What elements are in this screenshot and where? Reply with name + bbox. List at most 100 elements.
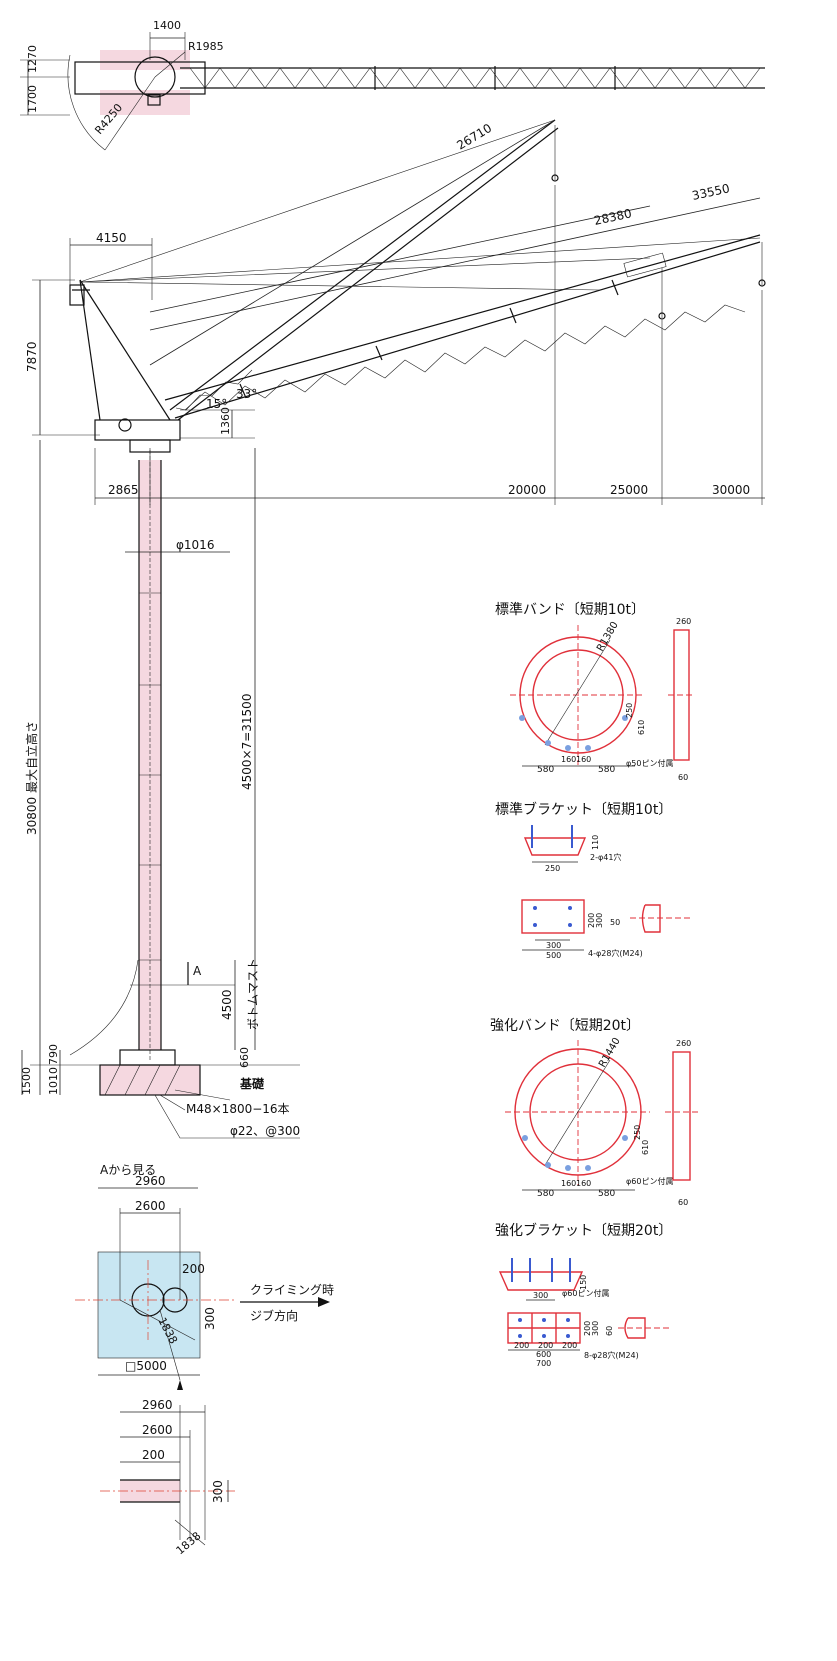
std-bracket-title: 標準ブラケット〔短期10t〕	[495, 801, 672, 818]
std-band-580b: 580	[598, 765, 615, 775]
rein-bracket-60: 60	[605, 1326, 614, 1336]
mast-fill	[139, 460, 161, 1050]
dim-28380: 28380	[593, 206, 633, 228]
dim-4150: 4150	[96, 231, 127, 245]
dim-1270: 1270	[26, 45, 39, 73]
dim-1700: 1700	[26, 85, 39, 113]
view-b-dim-1838: 1838	[174, 1529, 204, 1557]
rein-bracket-200h: 200	[583, 1321, 592, 1336]
rein-band-60: 60	[678, 1198, 688, 1207]
dim-1500: 1500	[20, 1067, 33, 1095]
label-rebar: φ22、@300	[230, 1124, 300, 1138]
label-jib-direction: ジブ方向	[250, 1308, 298, 1323]
std-band-260: 260	[676, 617, 691, 626]
rein-bracket-600: 600	[536, 1350, 551, 1359]
std-bracket-110: 110	[591, 835, 600, 850]
dim-790: 790	[47, 1044, 60, 1065]
rein-band-250: 250	[633, 1125, 642, 1140]
rein-bracket-200b: 200	[538, 1341, 553, 1350]
view-b-dim-2600: 2600	[142, 1423, 173, 1437]
dim-25000: 25000	[610, 483, 648, 497]
jib-direction-arrow-icon	[318, 1297, 330, 1307]
dim-phi1016: φ1016	[176, 538, 214, 552]
view-a: Aから見る 2960 2600 200 300 1838 □5000 クライミン…	[75, 1163, 334, 1390]
view-a-dim-2600: 2600	[135, 1199, 166, 1213]
dim-7870: 7870	[25, 341, 39, 372]
dim-20000: 20000	[508, 483, 546, 497]
std-band-610: 610	[637, 720, 646, 735]
dim-height-total: 30800 最大自立高さ	[24, 721, 39, 835]
crane-elevation: 26710 33550 28380 15° 33° 4150 7870 1360…	[20, 119, 766, 1139]
angle-15: 15°	[206, 397, 227, 411]
dim-1360: 1360	[219, 407, 232, 435]
turntable	[94, 419, 181, 441]
dim-r1985: R1985	[188, 40, 224, 53]
view-b-dim-300: 300	[211, 1480, 225, 1503]
dim-1010: 1010	[47, 1067, 60, 1095]
reinforced-band-detail: 強化バンド〔短期20t〕 R1440 580 160 160 580 250 6…	[490, 1018, 698, 1207]
rein-bracket-300h: 300	[591, 1321, 600, 1336]
std-band-160a: 160	[561, 755, 576, 764]
std-band-580a: 580	[537, 765, 554, 775]
dim-660: 660	[238, 1047, 251, 1068]
std-bracket-300h: 300	[595, 913, 604, 928]
section-a-mark: A	[193, 964, 202, 978]
std-bracket-300w: 300	[546, 941, 561, 950]
label-foundation: 基礎	[239, 1076, 265, 1091]
dim-4500: 4500	[220, 989, 234, 1020]
view-a-dim-5000: □5000	[125, 1359, 167, 1373]
std-band-160b: 160	[576, 755, 591, 764]
reinforced-bracket-detail: 強化ブラケット〔短期20t〕 300 150 φ60ピン付属 200 200 2…	[495, 1222, 672, 1368]
turntable-plan	[74, 61, 206, 95]
std-bracket-250: 250	[545, 864, 560, 873]
label-climbing: クライミング時	[250, 1283, 334, 1297]
rein-band-260: 260	[676, 1039, 691, 1048]
std-bracket-hole: 2-φ41穴	[590, 852, 621, 862]
rein-band-580a: 580	[537, 1189, 554, 1199]
top-plan-view: 1400 R1985 R4250 1270 1700	[20, 19, 765, 151]
label-bottom-mast: ボトムマスト	[246, 958, 260, 1030]
view-b-dim-2960: 2960	[142, 1398, 173, 1412]
rein-bracket-300w: 300	[533, 1291, 548, 1300]
standard-band-detail: 標準バンド〔短期10t〕 R1380 580 160 160 580 250 6…	[495, 602, 695, 782]
dim-mast-total: 4500×7=31500	[240, 694, 254, 790]
rein-bracket-pin: φ60ピン付属	[562, 1288, 609, 1298]
view-a-base	[98, 1252, 200, 1358]
dim-2865: 2865	[108, 483, 139, 497]
label-anchor: M48×1800−16本	[186, 1102, 290, 1116]
dim-1400: 1400	[153, 19, 181, 32]
std-bracket-500: 500	[546, 951, 561, 960]
view-b: 2960 2600 200 300 1838	[100, 1398, 235, 1557]
std-bracket-50: 50	[610, 918, 620, 927]
dim-33550: 33550	[691, 181, 731, 203]
rein-bracket-200a: 200	[514, 1341, 529, 1350]
rein-bracket-200c: 200	[562, 1341, 577, 1350]
view-a-dim-2960: 2960	[135, 1174, 166, 1188]
std-band-pin: φ50ピン付属	[626, 758, 673, 768]
view-a-dim-300: 300	[203, 1307, 217, 1330]
rein-band-160a: 160	[561, 1179, 576, 1188]
rein-bracket-150: 150	[579, 1275, 588, 1290]
view-b-dim-200: 200	[142, 1448, 165, 1462]
rein-band-160b: 160	[576, 1179, 591, 1188]
main-jib	[164, 234, 761, 419]
standard-bracket-detail: 標準ブラケット〔短期10t〕 250 110 2-φ41穴 300 500 20…	[495, 801, 690, 960]
std-bracket-200: 200	[587, 913, 596, 928]
rein-bracket-title: 強化ブラケット〔短期20t〕	[495, 1222, 672, 1239]
rein-band-580b: 580	[598, 1189, 615, 1199]
rein-band-610: 610	[641, 1140, 650, 1155]
rein-bracket-700: 700	[536, 1359, 551, 1368]
std-bracket-holes: 4-φ28穴(M24)	[588, 948, 643, 958]
view-a-title: Aから見る	[100, 1163, 156, 1177]
std-band-title: 標準バンド〔短期10t〕	[495, 602, 645, 618]
std-band-60: 60	[678, 773, 688, 782]
view-a-dim-200: 200	[182, 1262, 205, 1276]
rein-band-pin: φ60ピン付属	[626, 1176, 673, 1186]
angle-33: 33°	[236, 387, 257, 401]
foundation-block	[100, 1065, 200, 1095]
rein-bracket-holes: 8-φ28穴(M24)	[584, 1350, 639, 1360]
std-band-250: 250	[625, 703, 634, 718]
jib-plan	[180, 66, 765, 90]
std-band-r: R1380	[595, 620, 621, 654]
dim-30000: 30000	[712, 483, 750, 497]
